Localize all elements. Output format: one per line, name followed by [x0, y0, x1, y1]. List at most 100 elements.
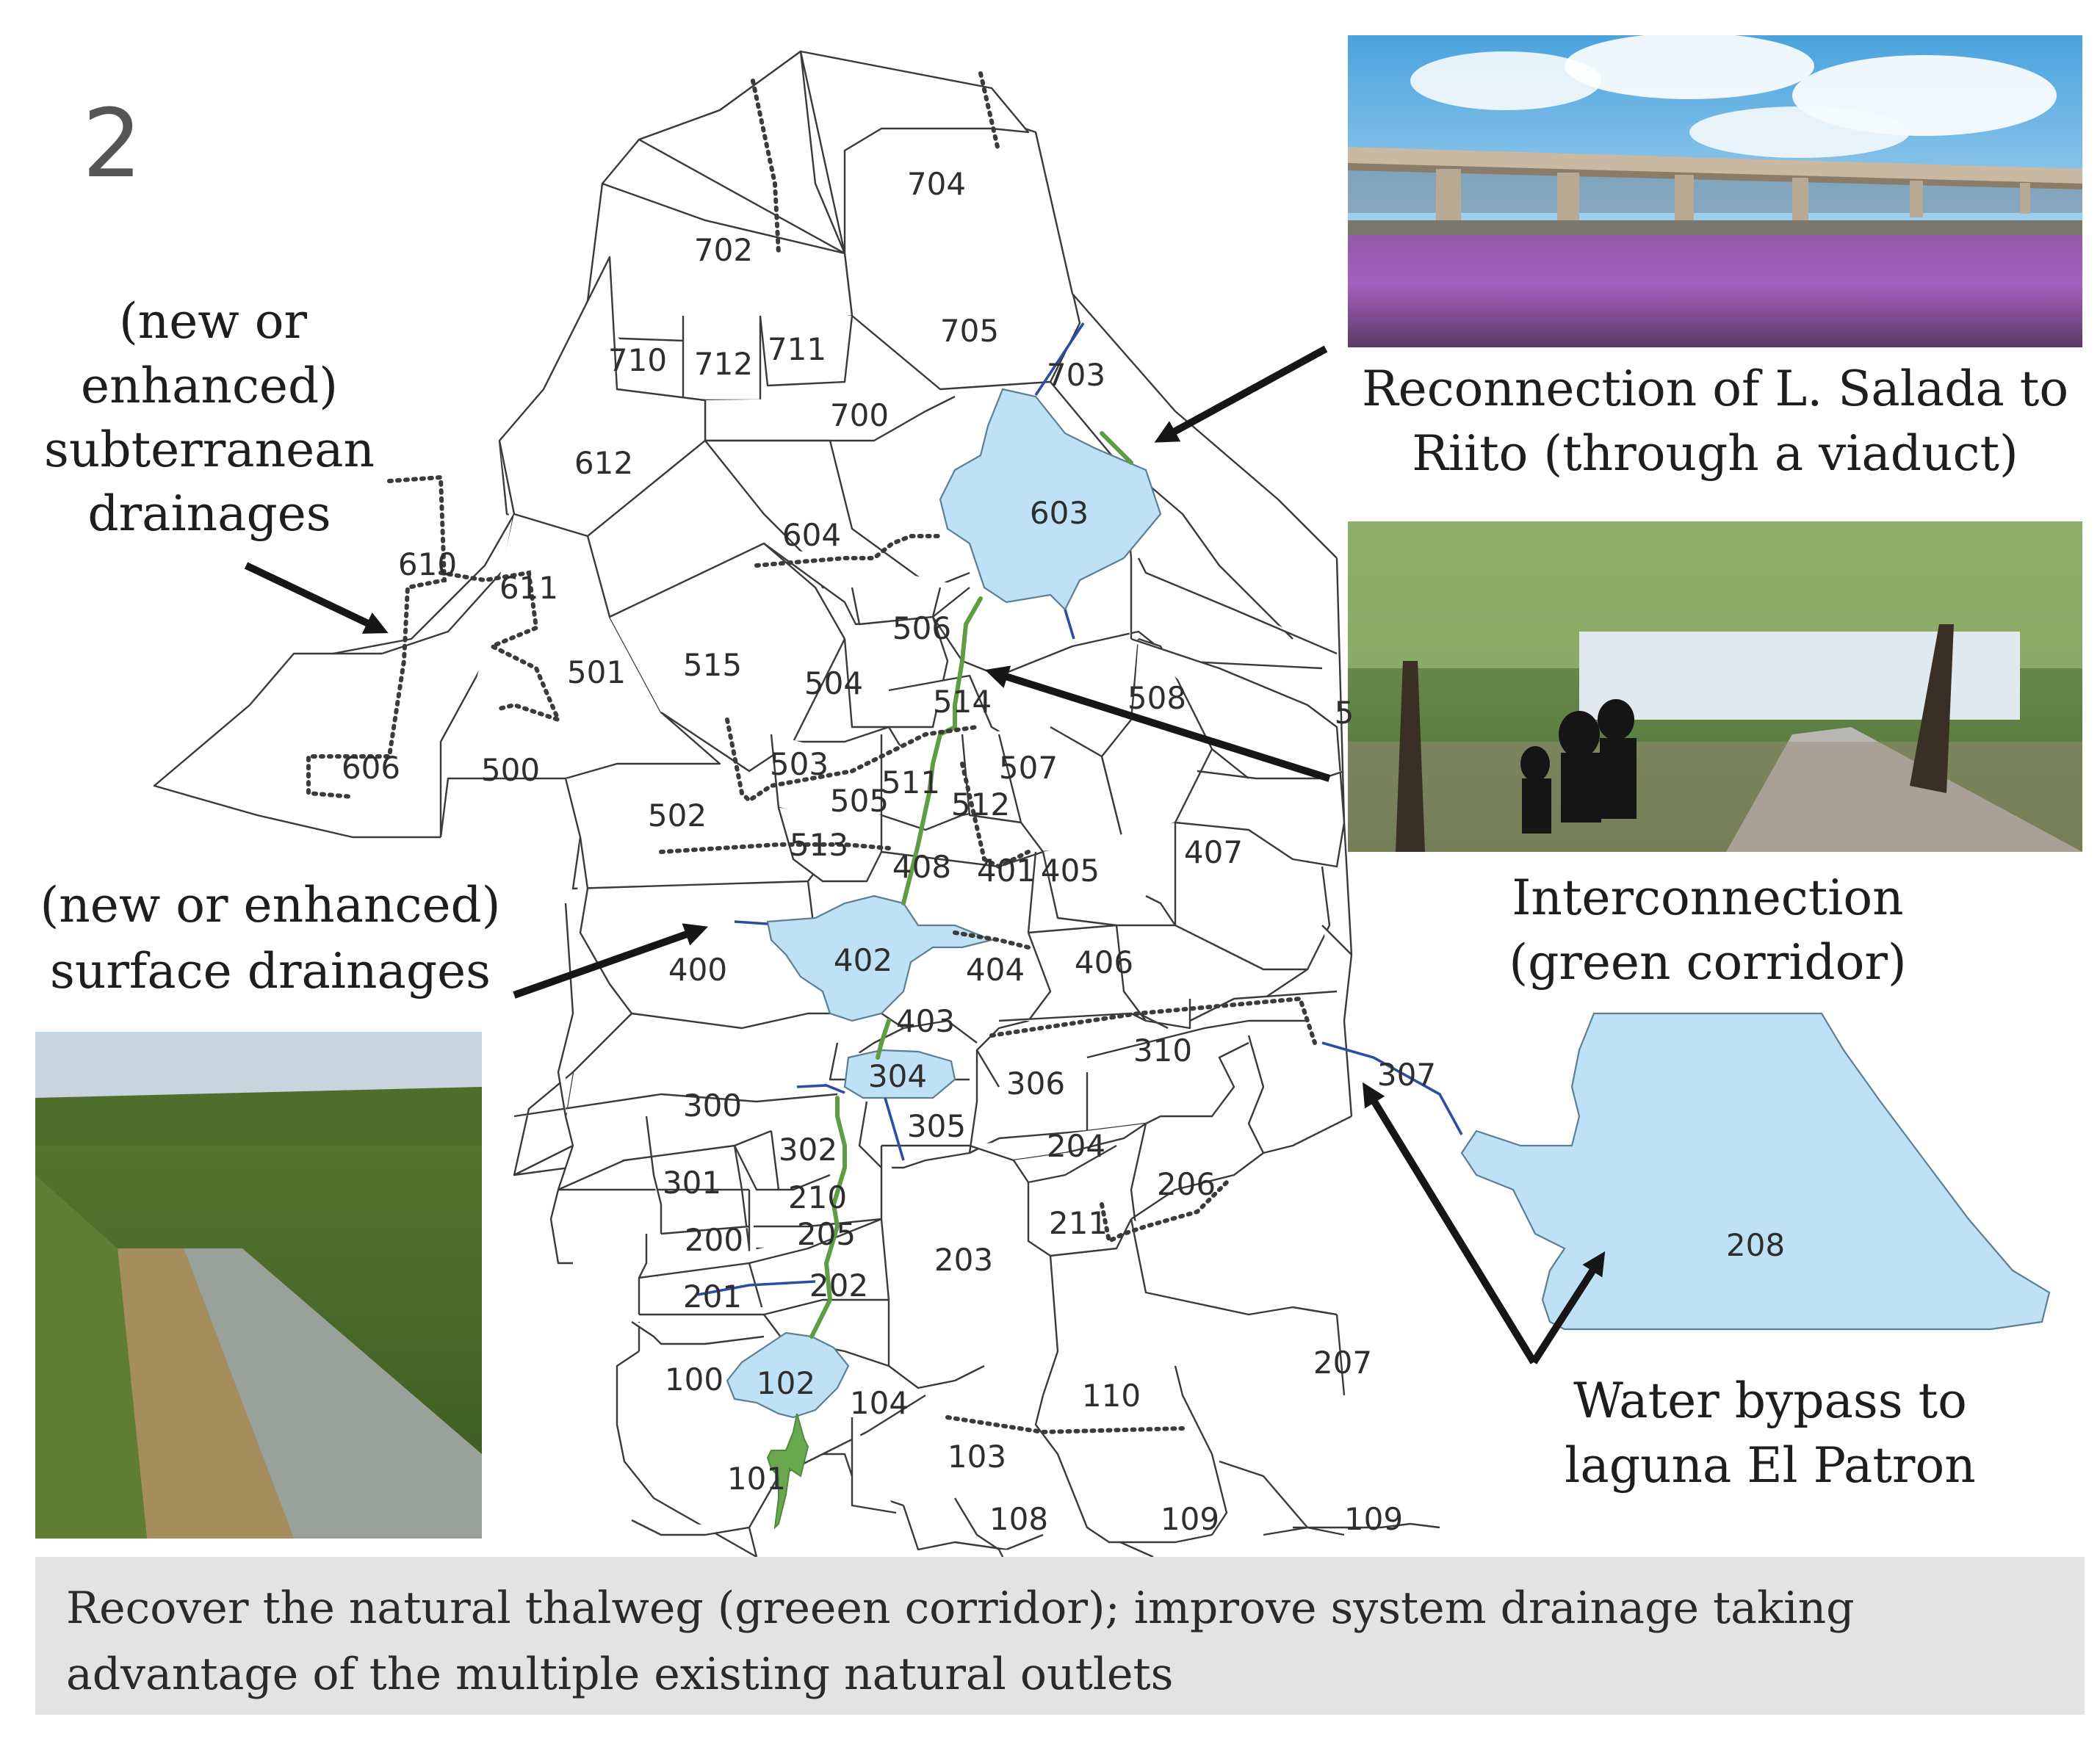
annotation-arrows [244, 345, 1606, 1364]
arrow-viaduct [1154, 345, 1328, 443]
footer-band [35, 1557, 2085, 1715]
caption-viaduct-line-2: Riito (through a viaduct) [1412, 425, 2018, 482]
lot-label-503: 503 [770, 746, 829, 782]
lot-label-710: 710 [608, 342, 667, 378]
channel-photo [35, 1032, 482, 1539]
lot-label-400: 400 [668, 952, 727, 988]
caption-corridor: Interconnection (green corridor) [1509, 870, 1906, 991]
lot-label-712: 712 [694, 346, 753, 382]
caption-bypass-line-1: Water bypass to [1573, 1373, 1967, 1429]
caption-viaduct-line-1: Reconnection of L. Salada to [1362, 361, 2068, 417]
caption-subterranean-line-4: drainages [87, 485, 331, 542]
lot-label-310: 310 [1133, 1033, 1192, 1069]
caption-subterranean: (new or enhanced) subterranean drainages [44, 293, 375, 542]
caption-subterranean-line-3: subterranean [44, 422, 375, 478]
lot-label-403: 403 [896, 1003, 955, 1039]
lot-label-306: 306 [1006, 1066, 1065, 1102]
lot-label-700: 700 [830, 397, 889, 433]
lot-label-300: 300 [683, 1088, 742, 1124]
edge-label: 5 [1335, 695, 1354, 731]
lot-label-705: 705 [940, 313, 999, 349]
lot-label-101: 101 [727, 1461, 786, 1497]
lot-label-611: 611 [499, 570, 558, 606]
lot-label-208: 208 [1726, 1227, 1785, 1263]
lot-label-604: 604 [782, 517, 841, 553]
arrow-bypass-left [1362, 1082, 1537, 1364]
lot-label-507: 507 [999, 750, 1058, 786]
lot-label-515: 515 [683, 647, 742, 683]
lot-label-501: 501 [567, 654, 626, 690]
lot-label-512: 512 [951, 787, 1010, 822]
lot-label-405: 405 [1041, 853, 1100, 889]
arrow-subterranean [244, 562, 389, 634]
lot-label-210: 210 [788, 1179, 847, 1215]
footer-line-2: advantage of the multiple existing natur… [66, 1649, 1173, 1700]
lot-label-110: 110 [1082, 1378, 1141, 1414]
lot-label-108: 108 [989, 1501, 1048, 1537]
lot-label-702: 702 [694, 232, 753, 268]
caption-surface-line-2: surface drainages [50, 943, 491, 999]
arrow-surface [513, 923, 709, 999]
caption-subterranean-line-1: (new or [119, 293, 308, 350]
surface-drainages [697, 322, 1463, 1296]
lot-label-402: 402 [834, 942, 892, 978]
lot-label-500: 500 [481, 752, 540, 788]
lake-208 [1460, 1012, 2051, 1331]
lot-label-302: 302 [779, 1132, 837, 1168]
lot-label-109b: 109 [1344, 1501, 1403, 1537]
lot-label-200: 200 [685, 1222, 743, 1258]
lot-label-205: 205 [797, 1216, 856, 1252]
lake-304 [843, 1049, 956, 1099]
caption-surface-line-1: (new or enhanced) [40, 877, 501, 933]
lot-label-401: 401 [977, 853, 1036, 889]
lot-label-504: 504 [804, 665, 863, 701]
lake-402 [766, 894, 995, 1022]
lot-label-404: 404 [966, 952, 1025, 988]
lot-label-104: 104 [850, 1385, 909, 1421]
lot-label-304: 304 [868, 1058, 927, 1094]
lot-label-305: 305 [907, 1108, 966, 1144]
lot-label-511: 511 [881, 764, 940, 800]
lot-label-406: 406 [1075, 944, 1133, 980]
caption-bypass-line-2: laguna El Patron [1565, 1437, 1975, 1494]
lot-label-204: 204 [1047, 1128, 1105, 1164]
footer-line-1: Recover the natural thalweg (greeen corr… [66, 1583, 1855, 1634]
lot-label-603: 603 [1030, 495, 1089, 531]
lot-polygons [153, 50, 1440, 1580]
caption-viaduct: Reconnection of L. Salada to Riito (thro… [1362, 361, 2068, 482]
lot-label-201: 201 [683, 1279, 742, 1315]
lot-label-100: 100 [665, 1362, 724, 1398]
lot-label-704: 704 [907, 166, 966, 202]
caption-subterranean-line-2: enhanced) [81, 358, 338, 414]
lot-label-508: 508 [1127, 680, 1186, 716]
lot-label-203: 203 [934, 1242, 993, 1278]
lot-label-711: 711 [768, 331, 826, 367]
caption-corridor-line-1: Interconnection [1512, 870, 1903, 926]
subterranean-drainages [306, 71, 1317, 1435]
lot-label-502: 502 [648, 798, 707, 834]
lot-labels: 704 702 705 710 712 711 703 700 612 603 … [342, 166, 1785, 1537]
lot-label-407: 407 [1184, 834, 1243, 870]
lot-label-703: 703 [1047, 357, 1105, 393]
caption-surface: (new or enhanced) surface drainages [40, 877, 501, 999]
lot-label-206: 206 [1157, 1166, 1216, 1202]
lot-label-513: 513 [790, 827, 848, 863]
lake-102 [726, 1331, 850, 1419]
lot-label-301: 301 [663, 1165, 721, 1201]
lot-label-102: 102 [757, 1365, 815, 1401]
lot-label-612: 612 [574, 445, 633, 481]
lake-603 [939, 388, 1162, 611]
figure-number: 2 [82, 90, 142, 199]
lot-label-408: 408 [892, 849, 951, 885]
lakes [726, 388, 2051, 1419]
lot-label-606: 606 [342, 750, 400, 786]
viaduct-photo [1348, 33, 2082, 347]
arrow-bypass-right [1530, 1251, 1606, 1364]
lot-label-307: 307 [1377, 1057, 1436, 1093]
caption-corridor-line-2: (green corridor) [1509, 934, 1906, 991]
lot-label-207: 207 [1313, 1345, 1372, 1381]
lot-label-505: 505 [830, 783, 889, 819]
arrow-corridor [984, 665, 1331, 782]
caption-bypass: Water bypass to laguna El Patron [1565, 1373, 1975, 1494]
